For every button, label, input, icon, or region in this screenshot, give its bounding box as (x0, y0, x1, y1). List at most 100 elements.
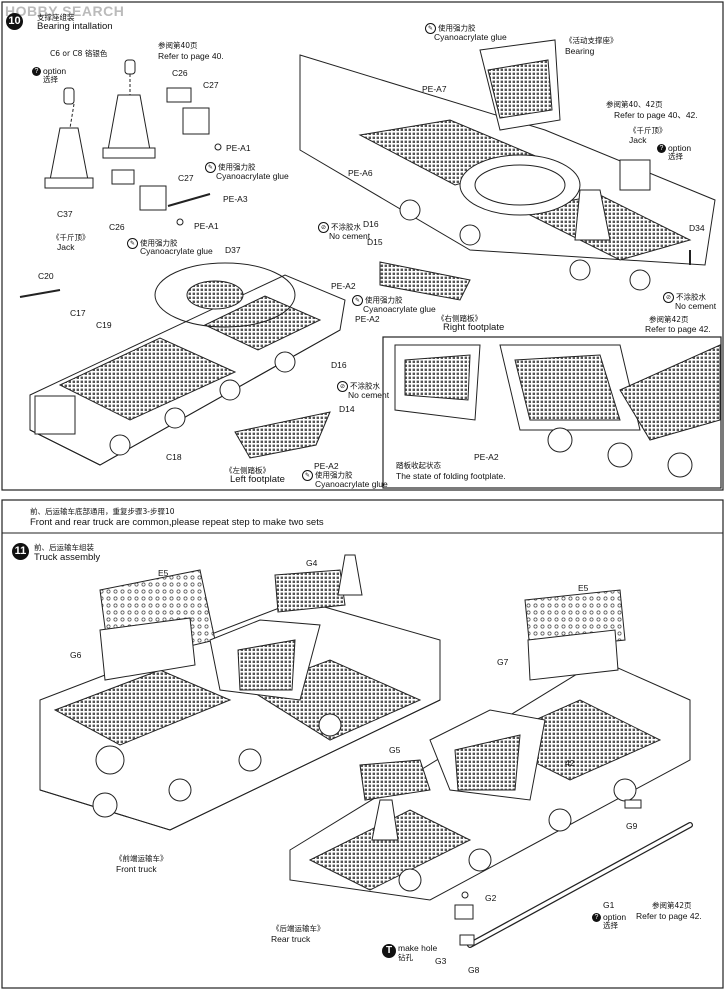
nocement-en-c: No cement (675, 301, 717, 311)
label-pea1b: PE-A1 (194, 221, 219, 231)
option-cn: 选择 (43, 75, 58, 84)
inset-drawing (394, 344, 721, 478)
glue-en-e: Cyanoacrylate glue (363, 304, 436, 314)
step10-title-en: Bearing intallation (37, 21, 113, 32)
glue-icon: ✎ (205, 162, 216, 173)
jack-cn-r: 《千斤顶》 (629, 126, 667, 135)
label-c20: C20 (38, 271, 54, 281)
label-pea7: PE-A7 (422, 84, 447, 94)
label-g1: G1 (603, 900, 615, 910)
fronttruck-cn: 《前端运输车》 (115, 854, 168, 863)
jack-cn: 《千斤顶》 (52, 233, 90, 242)
ref42-cn-11: 参阅第42页 (652, 901, 692, 910)
glue-cn-d: ✎使用强力胶 (425, 23, 476, 34)
bearing-en: Bearing (565, 46, 595, 56)
glue-icon: ✎ (127, 238, 138, 249)
label-e5b: E5 (578, 583, 589, 593)
label-c37: C37 (57, 209, 73, 219)
label-g6: G6 (70, 650, 82, 660)
label-g5: G5 (389, 745, 401, 755)
label-c17: C17 (70, 308, 86, 318)
glue-cn-c: ✎使用强力胶 (302, 470, 353, 481)
option-icon: ? (592, 913, 601, 923)
ref42-en-11: Refer to page 42. (636, 911, 702, 921)
inset-border (382, 336, 722, 489)
left-chassis (19, 262, 346, 466)
front-truck (39, 554, 441, 831)
label-d14: D14 (339, 404, 355, 414)
fold-en: The state of folding footplate. (396, 471, 506, 481)
label-c6c8: C6 or C8 铬银色 (50, 49, 108, 58)
glue-en-b: Cyanoacrylate glue (140, 246, 213, 256)
label-c27a: C27 (203, 80, 219, 90)
glue-en-d: Cyanoacrylate glue (434, 32, 507, 42)
label-g8: G8 (468, 965, 480, 975)
nocement-cn-c: ⊘不涂胶水 (663, 292, 706, 303)
step11-number: 11 (12, 543, 29, 560)
glue-icon: ✎ (302, 470, 313, 481)
makehole-cn: 钻孔 (398, 953, 413, 962)
label-g9: G9 (626, 821, 638, 831)
nocement-cn-a: ⊘不涂胶水 (337, 381, 380, 392)
no-cement-icon: ⊘ (663, 292, 674, 303)
option-cn-11: 选择 (603, 921, 618, 930)
no-cement-icon: ⊘ (318, 222, 329, 233)
bearing-cn: 《活动支撑座》 (565, 36, 618, 45)
label-g3: G3 (435, 956, 447, 966)
label-pea3: PE-A3 (223, 194, 248, 204)
step11-title-cn: 前、后运输车组装 (34, 543, 94, 552)
ref4042-cn: 参阅第40、42页 (606, 100, 663, 109)
label-d15: D15 (367, 237, 383, 247)
option-label-11: ?option (592, 912, 626, 923)
glue-en-a: Cyanoacrylate glue (216, 171, 289, 181)
label-g7: G7 (497, 657, 509, 667)
label-pea2c: PE-A2 (355, 314, 380, 324)
label-42: 42 (565, 758, 575, 768)
label-g2: G2 (485, 893, 497, 903)
leftfoot-cn: 《左侧踏板》 (225, 466, 270, 475)
option-icon: ? (32, 67, 41, 77)
ref42-cn: 参阅第42页 (649, 315, 689, 324)
option-label-r: ?option (657, 143, 691, 154)
label-e5a: E5 (158, 568, 169, 578)
step11-title-en: Truck assembly (34, 552, 101, 563)
note-cn: 前、后运输车底部通用，重复步骤3-步骤10 (30, 507, 175, 516)
step10-border (1, 1, 724, 491)
label-pea2d: PE-A2 (474, 452, 499, 462)
glue-icon: ✎ (352, 295, 363, 306)
option-label: ?option (32, 66, 66, 77)
step10-number: 10 (6, 13, 23, 30)
nocement-en-a: No cement (348, 390, 390, 400)
glue-cn-b: ✎使用强力胶 (127, 238, 178, 249)
jack-parts (44, 59, 222, 226)
step11-border (1, 499, 724, 989)
no-cement-icon: ⊘ (337, 381, 348, 392)
label-c27b: C27 (178, 173, 194, 183)
glue-cn-e: ✎使用强力胶 (352, 295, 403, 306)
label-g4: G4 (306, 558, 318, 568)
label-pea2a: PE-A2 (314, 461, 339, 471)
label-d16a: D16 (331, 360, 347, 370)
label-pea1a: PE-A1 (226, 143, 251, 153)
step10-title-cn: 支撑座组装 (37, 13, 75, 22)
jack-en: Jack (57, 242, 75, 252)
ref4042-en: Refer to page 40、42. (614, 110, 698, 120)
glue-en-c: Cyanoacrylate glue (315, 479, 388, 489)
label-d37: D37 (225, 245, 241, 255)
rear-truck (289, 589, 693, 948)
rightfoot-cn: 《右侧踏板》 (437, 314, 482, 323)
drill-icon: T (382, 944, 396, 958)
note-en: Front and rear truck are common,please r… (30, 517, 324, 528)
label-pea2b: PE-A2 (331, 281, 356, 291)
reartruck-cn: 《后端运输车》 (272, 924, 325, 933)
nocement-cn-b: ⊘不涂胶水 (318, 222, 361, 233)
fronttruck-en: Front truck (116, 864, 157, 874)
jack-en-r: Jack (629, 135, 647, 145)
nocement-en-b: No cement (329, 231, 371, 241)
ref40-en: Refer to page 40. (158, 51, 224, 61)
reartruck-en: Rear truck (271, 934, 311, 944)
label-d34: D34 (689, 223, 705, 233)
makehole-en: make hole (398, 943, 438, 953)
label-c19: C19 (96, 320, 112, 330)
